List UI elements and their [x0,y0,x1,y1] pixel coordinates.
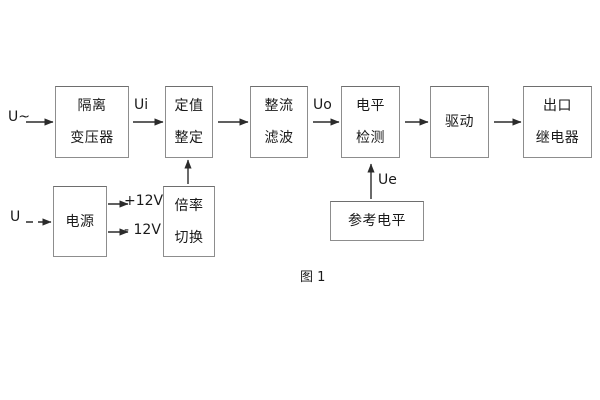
block-label: 电源 [65,213,95,230]
block-setting-value[interactable]: 定值整定 [165,86,213,158]
block-label: 整定 [174,130,204,146]
block-label: 定值 [174,98,204,114]
block-level-detection[interactable]: 电平检测 [341,86,400,158]
block-power-supply[interactable]: 电源 [53,186,107,257]
block-label: 继电器 [535,130,580,146]
label-supply-negative: - 12V [124,222,161,238]
block-rectify-filter[interactable]: 整流滤波 [250,86,308,158]
figure-caption: 图 1 [300,270,326,285]
block-label: 参考电平 [348,213,406,229]
block-label: 整流 [264,98,294,114]
label-input-dc: U [10,209,21,225]
label-signal-ue: Ue [378,172,397,188]
label-signal-ui: Ui [134,97,149,113]
block-label: 隔离 [77,98,107,114]
block-label: 切换 [174,229,204,246]
block-reference-level[interactable]: 参考电平 [330,201,424,241]
block-isolation-transformer[interactable]: 隔离变压器 [55,86,129,158]
label-signal-uo: Uo [313,97,332,113]
block-output-relay[interactable]: 出口继电器 [523,86,592,158]
block-label: 驱动 [445,114,474,130]
block-label: 滤波 [264,130,294,146]
block-label: 电平 [356,98,385,114]
block-label: 出口 [543,98,572,114]
block-label: 变压器 [70,130,114,146]
label-input-ac: U~ [8,109,30,125]
block-multiplier-switch[interactable]: 倍率切换 [163,186,215,257]
block-label: 检测 [356,130,385,146]
label-supply-positive: +12V [124,193,164,209]
block-label: 倍率 [174,197,204,214]
block-drive[interactable]: 驱动 [430,86,489,158]
